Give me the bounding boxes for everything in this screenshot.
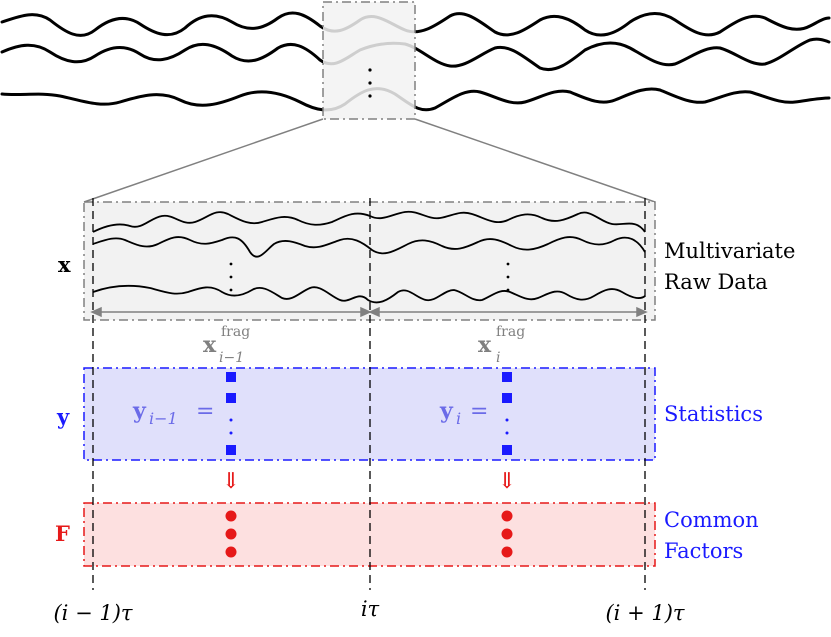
top-series-1: [0, 11, 831, 37]
factor-dots-right: [501, 510, 513, 558]
stat-label-right: y i =: [439, 398, 488, 428]
factor-dots-left: [225, 510, 237, 558]
top-raw-series: [0, 11, 831, 112]
label-statistics: Statistics: [664, 402, 763, 426]
label-y: y: [56, 404, 70, 429]
zoomed-series-3: [92, 285, 646, 304]
zoomed-ellipsis-right: [506, 262, 510, 292]
top-vertical-ellipsis: [368, 68, 372, 98]
stat-label-left: y i−1 =: [132, 398, 214, 428]
svg-text:x: x: [203, 332, 217, 358]
time-label-right: (i + 1)τ: [605, 601, 684, 625]
stat-vector-left-marks: [226, 372, 236, 455]
top-zoom-window: [322, 1, 416, 120]
stat-vector-right-marks: [502, 372, 512, 455]
svg-text:i: i: [496, 350, 500, 366]
svg-text:y: y: [132, 398, 147, 424]
time-guides: [92, 198, 646, 590]
zoom-line-right: [414, 118, 656, 203]
svg-text:i: i: [456, 409, 461, 428]
fragment-label-right: x frag i: [478, 324, 525, 366]
fragment-label-left: x frag i−1: [203, 324, 250, 366]
implies-arrow-right: ⇓: [498, 469, 516, 494]
svg-text:=: =: [470, 399, 488, 424]
svg-text:x: x: [478, 332, 492, 358]
label-factors: Factors: [664, 539, 743, 563]
zoomed-series-2: [92, 236, 646, 258]
svg-text:y: y: [439, 398, 454, 424]
label-raw-data: Raw Data: [664, 270, 768, 294]
top-series-2: [0, 37, 831, 71]
label-x: x: [58, 252, 71, 277]
svg-text:=: =: [196, 399, 214, 424]
label-multivariate: Multivariate: [664, 239, 795, 263]
time-label-mid: iτ: [361, 597, 380, 621]
zoomed-ellipsis-left: [229, 262, 233, 292]
label-f: F: [55, 521, 70, 546]
time-label-left: (i − 1)τ: [53, 601, 132, 625]
svg-text:frag: frag: [221, 324, 250, 340]
svg-text:i−1: i−1: [219, 350, 244, 366]
svg-text:frag: frag: [496, 324, 525, 340]
svg-text:i−1: i−1: [149, 409, 178, 428]
implies-arrow-left: ⇓: [222, 469, 240, 494]
zoom-line-left: [83, 118, 324, 203]
fragment-span-arrows: [90, 306, 648, 318]
label-common: Common: [664, 508, 759, 532]
top-series-3: [0, 87, 831, 112]
